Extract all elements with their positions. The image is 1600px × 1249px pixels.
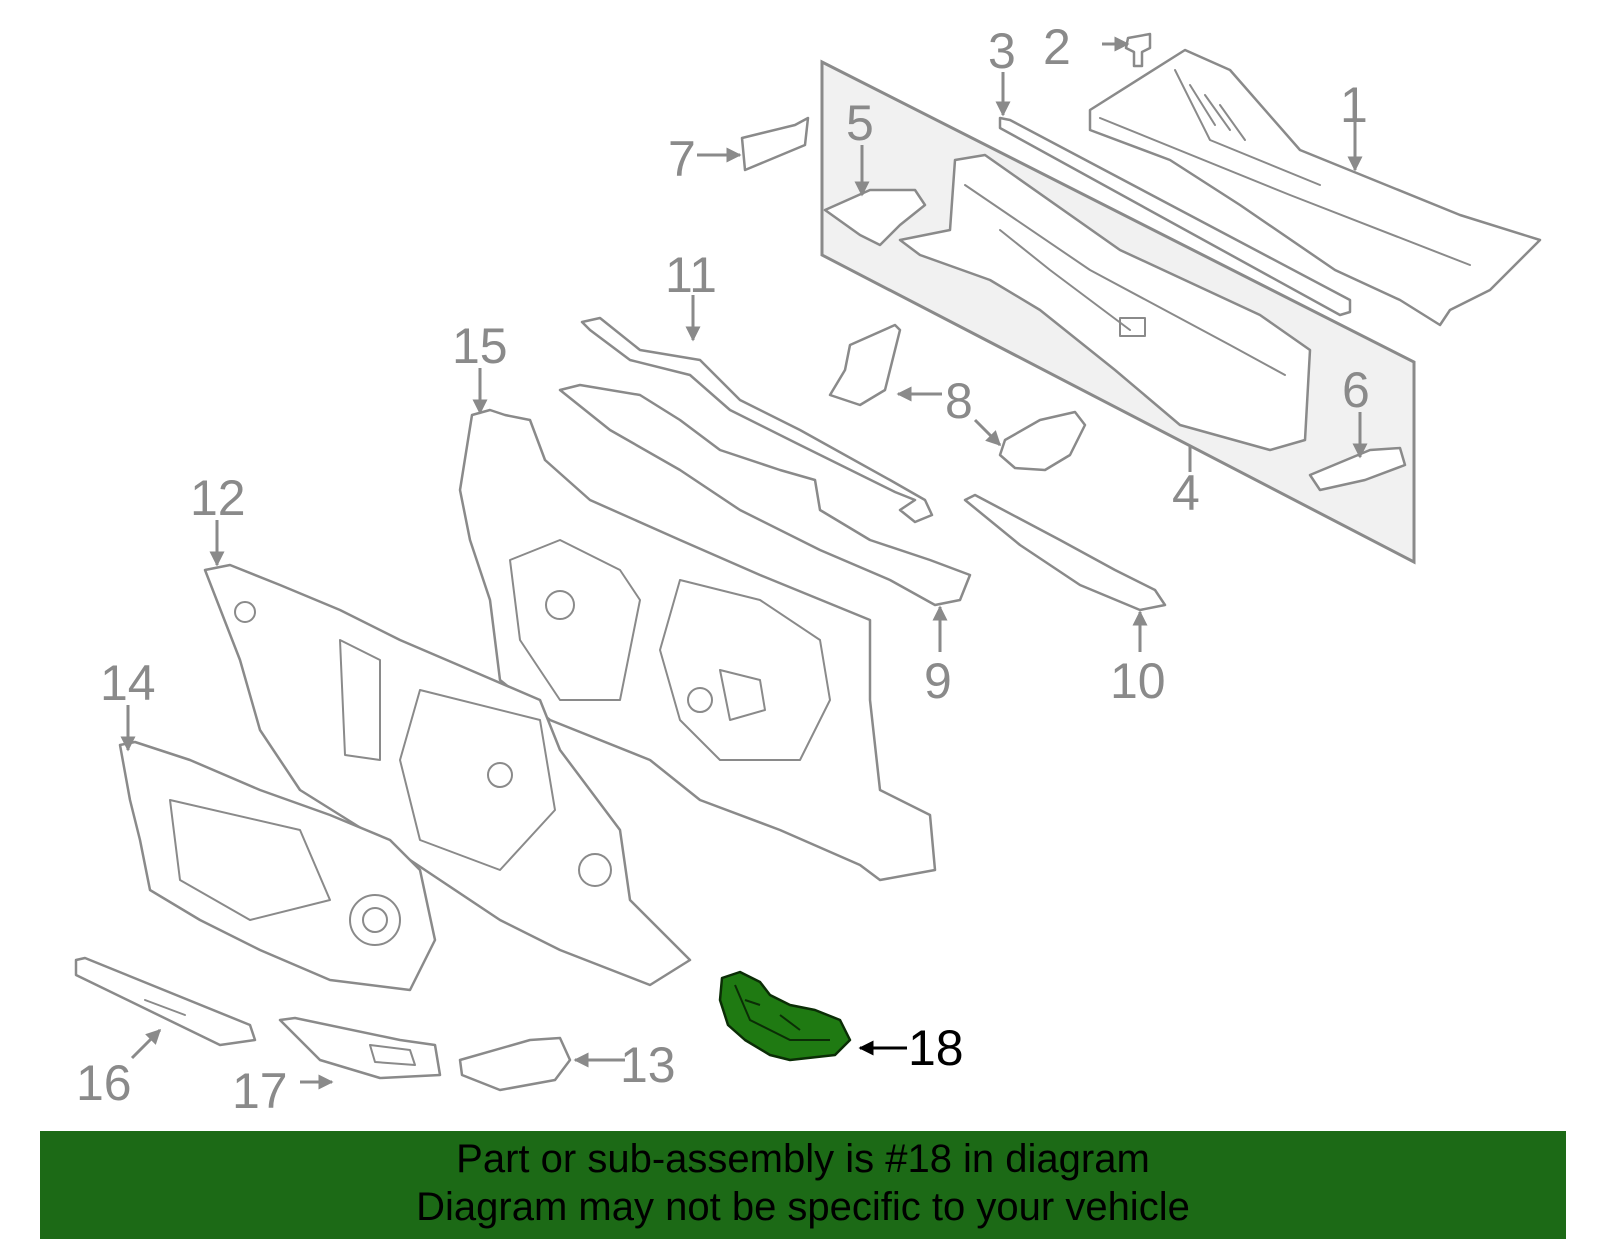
callout-18: 18 bbox=[908, 1020, 964, 1076]
part-7-bracket bbox=[740, 116, 810, 172]
part-18-bracket-highlighted bbox=[718, 970, 852, 1062]
callout-8: 8 bbox=[945, 373, 973, 429]
leader-lines bbox=[120, 36, 1368, 1090]
part-8-brackets bbox=[828, 323, 1087, 472]
callout-6: 6 bbox=[1342, 362, 1370, 418]
callout-16: 16 bbox=[76, 1055, 132, 1111]
part-9-bar bbox=[558, 383, 972, 607]
callout-17: 17 bbox=[232, 1063, 288, 1119]
part-10-bar bbox=[963, 493, 1167, 612]
callout-3: 3 bbox=[988, 23, 1016, 79]
part-6-bracket bbox=[1308, 446, 1407, 492]
callout-12: 12 bbox=[190, 470, 246, 526]
callout-1: 1 bbox=[1340, 77, 1368, 133]
parts-diagram: 1 2 3 4 5 6 7 8 9 10 11 12 13 14 15 16 1… bbox=[74, 19, 1542, 1119]
callout-9: 9 bbox=[924, 653, 952, 709]
part-3-rod bbox=[998, 116, 1352, 317]
callout-4: 4 bbox=[1172, 465, 1200, 521]
part-13-bracket bbox=[458, 1036, 572, 1092]
part-1-cowl-panel bbox=[1088, 48, 1542, 327]
part-12-insulator bbox=[203, 563, 692, 987]
part-5-bracket bbox=[823, 188, 927, 247]
callout-14: 14 bbox=[100, 655, 156, 711]
callout-5: 5 bbox=[846, 95, 874, 151]
part-4-cowl-frame bbox=[898, 153, 1312, 452]
part-2-clip bbox=[1124, 32, 1152, 68]
banner-line-disclaimer: Diagram may not be specific to your vehi… bbox=[416, 1185, 1190, 1229]
part-17-pad bbox=[278, 1016, 442, 1080]
callout-7: 7 bbox=[668, 131, 696, 187]
callout-2: 2 bbox=[1043, 19, 1071, 75]
part-14-insulator bbox=[118, 740, 437, 992]
part-15-dash-panel bbox=[458, 408, 937, 882]
callout-10: 10 bbox=[1110, 653, 1166, 709]
part-16-strip bbox=[74, 956, 257, 1047]
callout-11: 11 bbox=[665, 247, 717, 303]
info-banner: Part or sub-assembly is #18 in diagram D… bbox=[40, 1131, 1566, 1239]
banner-line-part-number: Part or sub-assembly is #18 in diagram bbox=[456, 1137, 1150, 1181]
callout-15: 15 bbox=[452, 318, 508, 374]
part-11-wire bbox=[580, 316, 934, 524]
callout-13: 13 bbox=[620, 1037, 676, 1093]
